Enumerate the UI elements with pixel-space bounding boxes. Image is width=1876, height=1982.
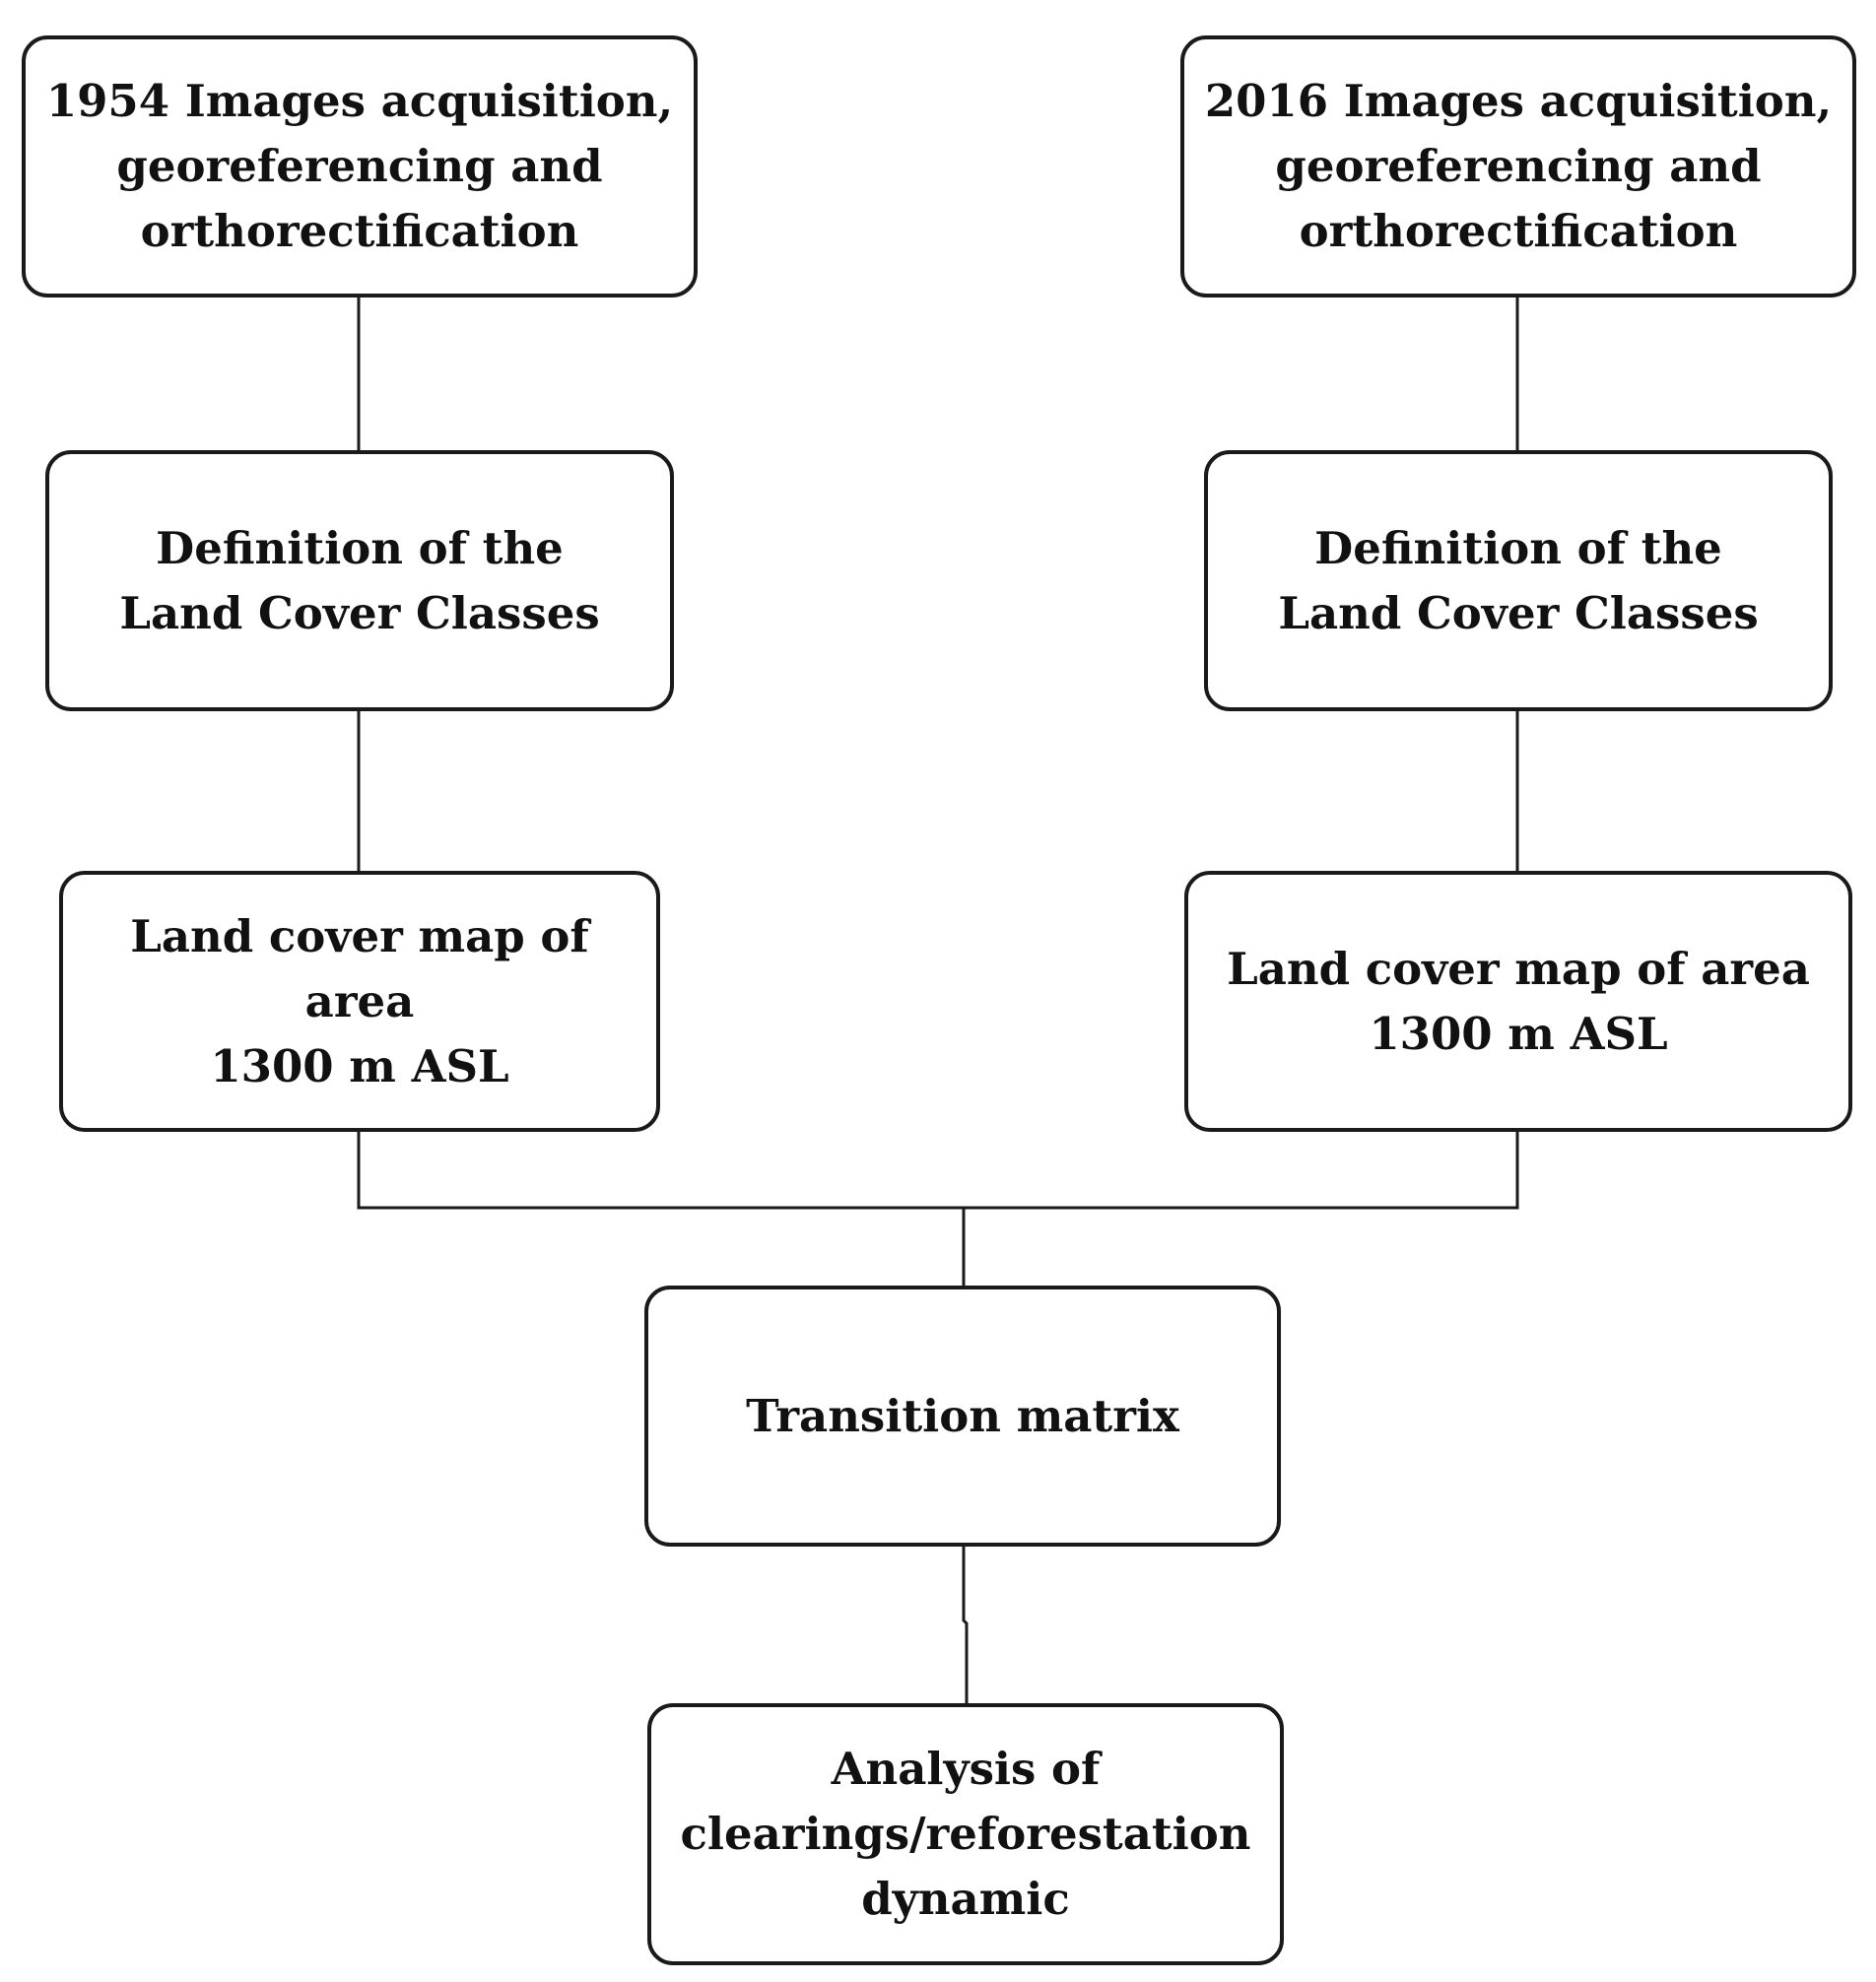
edge-map-left-to-transition-matrix	[357, 1132, 964, 1210]
edge-map-right-to-transition-matrix	[964, 1132, 1519, 1210]
node-analysis-label: Analysis of clearings/reforestation dyna…	[680, 1743, 1251, 1925]
node-acquisition-1954-label: 1954 Images acquisition, georeferencing …	[45, 75, 674, 257]
node-transition-matrix-label: Transition matrix	[746, 1389, 1179, 1442]
node-map-left: Land cover map of area 1300 m ASL	[59, 871, 660, 1132]
node-map-right: Land cover map of area 1300 m ASL	[1184, 871, 1852, 1132]
node-classes-right-label: Definition of the Land Cover Classes	[1278, 521, 1759, 639]
node-map-right-label: Land cover map of area 1300 m ASL	[1227, 942, 1810, 1060]
node-classes-left-label: Definition of the Land Cover Classes	[119, 521, 600, 639]
node-classes-left: Definition of the Land Cover Classes	[45, 450, 674, 711]
edge-transition-matrix-to-analysis	[962, 1547, 969, 1703]
node-acquisition-1954: 1954 Images acquisition, georeferencing …	[22, 35, 698, 297]
node-acquisition-2016: 2016 Images acquisition, georeferencing …	[1180, 35, 1856, 297]
node-map-left-label: Land cover map of area 1300 m ASL	[130, 909, 589, 1092]
node-analysis: Analysis of clearings/reforestation dyna…	[647, 1703, 1284, 1965]
node-transition-matrix: Transition matrix	[644, 1286, 1281, 1547]
node-acquisition-2016-label: 2016 Images acquisition, georeferencing …	[1204, 75, 1833, 257]
node-classes-right: Definition of the Land Cover Classes	[1204, 450, 1833, 711]
